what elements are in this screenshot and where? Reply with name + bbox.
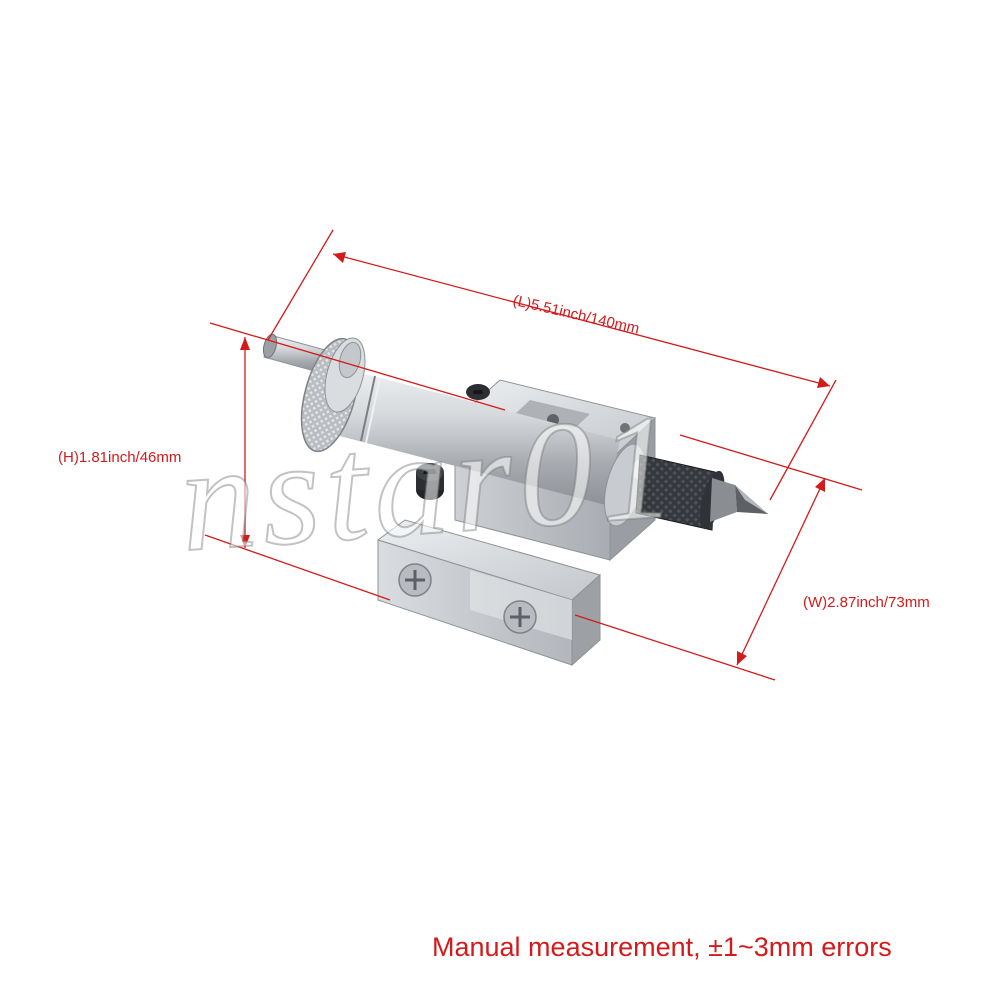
arrowhead-icon [737, 651, 747, 665]
live-center [603, 443, 768, 531]
width-extension-line [679, 434, 863, 491]
tailstock-body [262, 333, 768, 667]
height-label: (H)1.81inch/46mm [58, 449, 182, 466]
measurement-note: Manual measurement, ±1~3mm errors [432, 932, 892, 962]
arrowhead-icon [240, 337, 250, 350]
arrowhead-icon [815, 478, 825, 492]
phillips-screw-icon [398, 563, 432, 597]
handwheel [300, 337, 366, 453]
cap-screw-icon [416, 463, 444, 500]
arrowhead-icon [817, 377, 830, 388]
cap-screw-icon [466, 384, 490, 400]
dimension-lines [204, 229, 863, 681]
height-extension-line [209, 322, 506, 411]
width-extension-line [574, 614, 776, 681]
length-extension-line [769, 379, 837, 501]
phillips-screw-icon [503, 600, 537, 634]
width-dimension-line [736, 477, 826, 666]
length-extension-line [267, 229, 334, 341]
height-extension-line [204, 534, 391, 601]
length-dimension-line [332, 253, 831, 387]
width-label: (W)2.87inch/73mm [803, 594, 930, 611]
arrowhead-icon [240, 535, 250, 548]
arrowhead-icon [333, 252, 346, 263]
